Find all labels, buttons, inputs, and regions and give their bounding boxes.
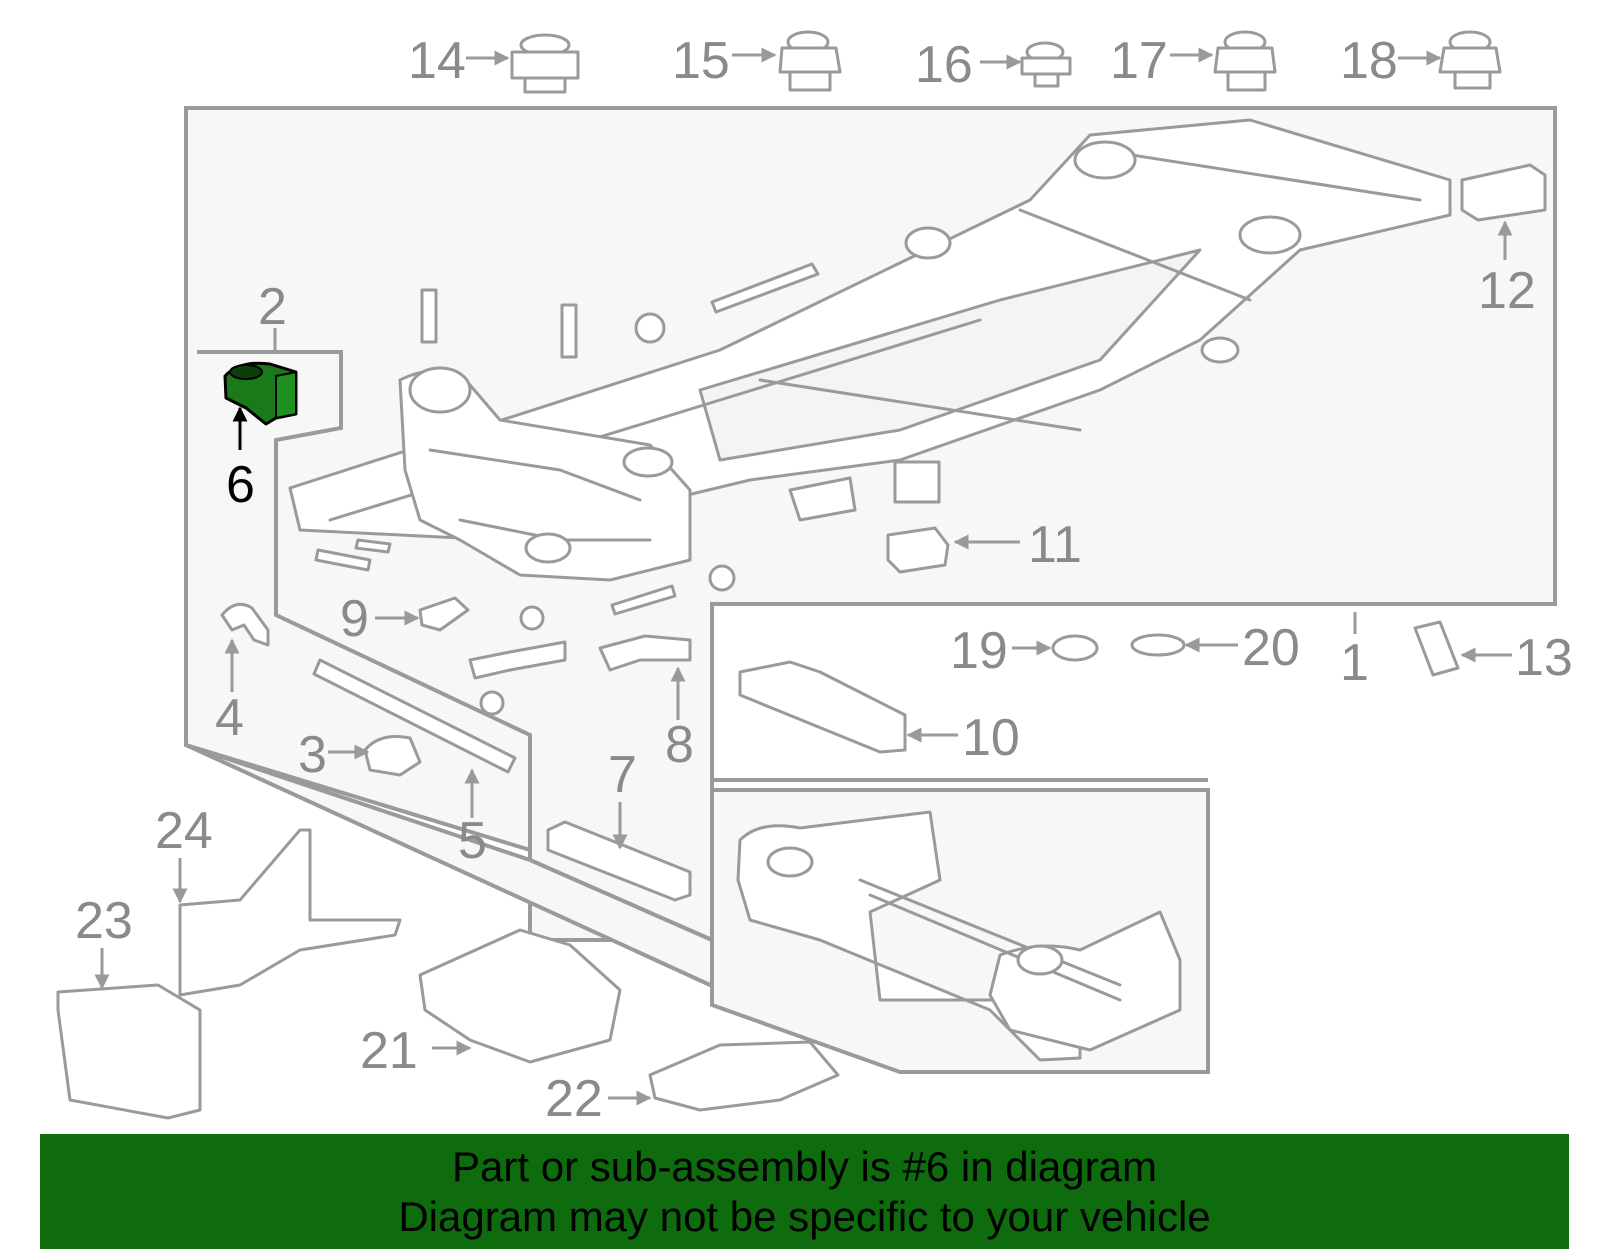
- callout-1: 1: [1340, 634, 1369, 692]
- callout-20: 20: [1242, 619, 1300, 677]
- part-20-washer: [1130, 633, 1186, 657]
- part-22-shield: [648, 1040, 840, 1112]
- callout-9: 9: [340, 590, 369, 648]
- callout-14: 14: [408, 32, 466, 90]
- callout-18: 18: [1340, 32, 1398, 90]
- callout-19: 19: [950, 622, 1008, 680]
- callout-5: 5: [458, 812, 487, 870]
- callout-2: 2: [258, 278, 287, 336]
- part-24-bracket: [178, 828, 402, 997]
- body-mount-16: [1020, 41, 1072, 88]
- part-21-shield: [418, 928, 622, 1064]
- callout-8: 8: [665, 716, 694, 774]
- callout-23: 23: [75, 892, 133, 950]
- callout-4: 4: [215, 689, 244, 747]
- part-3-pad: [363, 735, 422, 777]
- callout-3: 3: [298, 726, 327, 784]
- rear-crossmember: [736, 810, 1182, 1062]
- part-8-link: [598, 634, 692, 672]
- part-19-washer: [1051, 634, 1099, 662]
- callout-10: 10: [962, 709, 1020, 767]
- callout-24: 24: [155, 802, 213, 860]
- part-9-link: [418, 596, 470, 632]
- upper-box-extension: [710, 604, 1208, 782]
- subgroup-2-box: [197, 350, 713, 942]
- upper-link: [468, 640, 567, 680]
- callout-15: 15: [672, 32, 730, 90]
- callout-17: 17: [1110, 32, 1168, 90]
- banner-line-1: Part or sub-assembly is #6 in diagram: [452, 1143, 1157, 1190]
- part-10-crossmember: [738, 660, 907, 754]
- body-mount-18: [1438, 30, 1502, 90]
- front-cradle: [398, 366, 692, 582]
- part-12-bracket: [1460, 163, 1547, 222]
- callout-12: 12: [1478, 262, 1536, 320]
- body-mount-17: [1213, 30, 1277, 92]
- body-mount-14: [510, 33, 580, 94]
- callout-6[interactable]: 6: [226, 456, 255, 514]
- body-mount-15: [778, 30, 842, 92]
- callout-13: 13: [1515, 629, 1573, 687]
- callout-16: 16: [915, 36, 973, 94]
- info-banner: Part or sub-assembly is #6 in diagram Di…: [40, 1134, 1569, 1249]
- callout-7: 7: [608, 746, 637, 804]
- part-5-tube: [312, 658, 517, 774]
- part-4-bracket: [220, 602, 270, 647]
- part-13-bumper: [1413, 620, 1460, 677]
- part-23-module: [56, 983, 202, 1120]
- part-11-bracket: [886, 526, 950, 574]
- callout-21: 21: [360, 1022, 418, 1080]
- banner-line-2: Diagram may not be specific to your vehi…: [398, 1193, 1211, 1240]
- highlighted-part-6[interactable]: [223, 361, 298, 426]
- callout-11: 11: [1028, 516, 1082, 574]
- part-7-crossmember: [546, 820, 692, 902]
- bolts: [314, 262, 820, 716]
- callout-22: 22: [545, 1070, 603, 1128]
